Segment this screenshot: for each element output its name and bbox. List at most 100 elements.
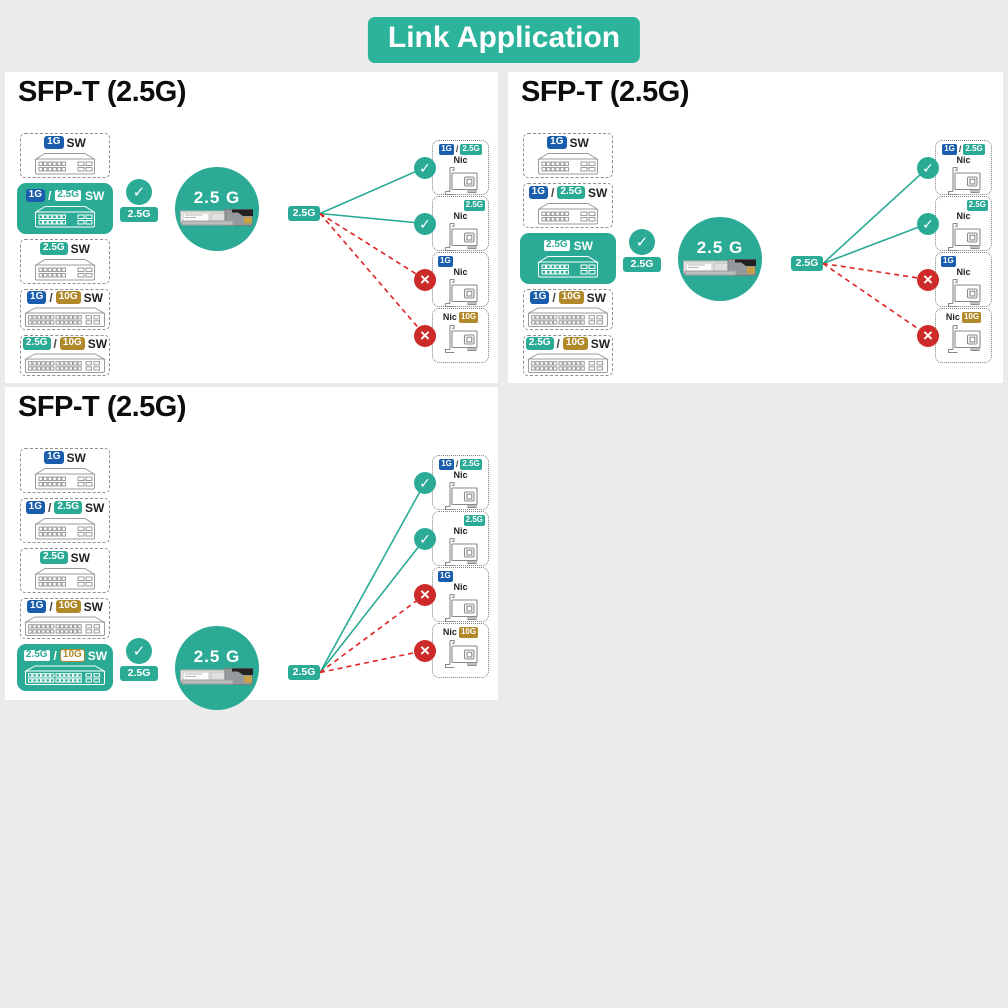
switch-type-label: SW <box>85 188 105 203</box>
switch-type-label: SW <box>586 290 606 305</box>
speed-badge-2.5g: 2.5G <box>525 336 554 351</box>
nic-icon <box>433 324 488 354</box>
switch-type-label: SW <box>588 185 608 200</box>
speed-badge-1g: 1G <box>547 135 567 150</box>
panel-title: SFP-T (2.5G) <box>521 76 690 108</box>
link-speed-badge: 2.5G <box>288 664 320 680</box>
nic-icon <box>433 537 488 567</box>
separator: / <box>49 290 53 305</box>
check-speed-badge: 2.5G <box>120 665 158 681</box>
separator: / <box>455 459 459 469</box>
speed-badge-2.5g: 2.5G <box>22 336 51 351</box>
switch-icon <box>24 616 106 637</box>
speed-badge-2.5g: 2.5G <box>463 200 485 211</box>
separator: / <box>47 188 52 203</box>
speed-badge-1g: 1G <box>44 135 64 150</box>
switch-icon <box>34 152 96 175</box>
speed-badge-1g: 1G <box>27 290 47 305</box>
speed-badge-1g: 1G <box>25 188 45 203</box>
nic-label: Nic <box>442 627 457 637</box>
switch-icon <box>24 307 106 328</box>
switch-type-label: SW <box>83 290 103 305</box>
speed-badge-10g: 10G <box>961 312 982 323</box>
check-speed-badge: 2.5G <box>120 206 158 222</box>
switch-icon <box>34 467 96 490</box>
link-line-fail <box>319 212 426 281</box>
link-line-fail <box>319 212 426 337</box>
speed-badge-1g: 1G <box>942 144 957 155</box>
link-speed-badge: 2.5G <box>288 205 320 221</box>
transceiver-circle: 2.5 G <box>175 166 259 251</box>
separator: / <box>53 336 57 351</box>
check-icon: ✓ <box>917 156 939 179</box>
switch-icon <box>34 258 96 281</box>
transceiver-speed-label: 2.5 G <box>193 187 241 207</box>
banner-title: Link Application <box>387 21 621 54</box>
nic-label: Nic <box>453 582 468 592</box>
speed-badge-1g: 1G <box>439 144 454 155</box>
speed-badge-2.5g: 2.5G <box>22 648 51 663</box>
check-icon: ✓ <box>126 178 152 205</box>
speed-badge-2.5g: 2.5G <box>542 238 571 253</box>
speed-badge-10g: 10G <box>55 599 81 614</box>
speed-badge-10g: 10G <box>458 627 479 638</box>
switch-type-label: SW <box>569 135 589 150</box>
separator: / <box>550 185 555 200</box>
separator: / <box>958 144 962 154</box>
switch-icon <box>24 665 106 686</box>
nic-icon <box>433 593 488 623</box>
nic-label-row: 1G/2.5G <box>433 144 488 155</box>
separator: / <box>455 144 459 154</box>
cross-icon: × <box>414 268 436 291</box>
link-line-ok <box>822 222 929 265</box>
speed-badge-2.5g: 2.5G <box>54 188 83 203</box>
cross-icon: × <box>414 639 436 662</box>
check-speed-badge: 2.5G <box>623 256 661 272</box>
nic-icon <box>433 278 488 308</box>
cross-icon: × <box>414 583 436 606</box>
speed-badge-1g: 1G <box>439 459 454 470</box>
check-icon: ✓ <box>629 228 655 255</box>
nic-label-row: 1G <box>433 256 488 267</box>
switch-type-label: SW <box>590 336 611 351</box>
cross-icon: × <box>917 268 939 291</box>
nic-label: Nic <box>453 267 468 277</box>
nic-label: Nic <box>453 470 468 480</box>
speed-badge-1g: 1G <box>44 450 64 465</box>
banner: Link Application <box>367 17 641 63</box>
nic-label-row: 1G <box>433 571 488 582</box>
cross-icon: × <box>917 324 939 347</box>
speed-badge-2.5g: 2.5G <box>460 459 482 470</box>
nic-label-row: 1G/2.5G <box>936 144 991 155</box>
check-icon: ✓ <box>414 212 436 235</box>
speed-badge-1g: 1G <box>438 571 453 582</box>
switch-type-label: SW <box>66 135 86 150</box>
transceiver-circle: 2.5 G <box>175 625 259 710</box>
check-icon: ✓ <box>414 156 436 179</box>
switch-icon <box>24 353 106 374</box>
